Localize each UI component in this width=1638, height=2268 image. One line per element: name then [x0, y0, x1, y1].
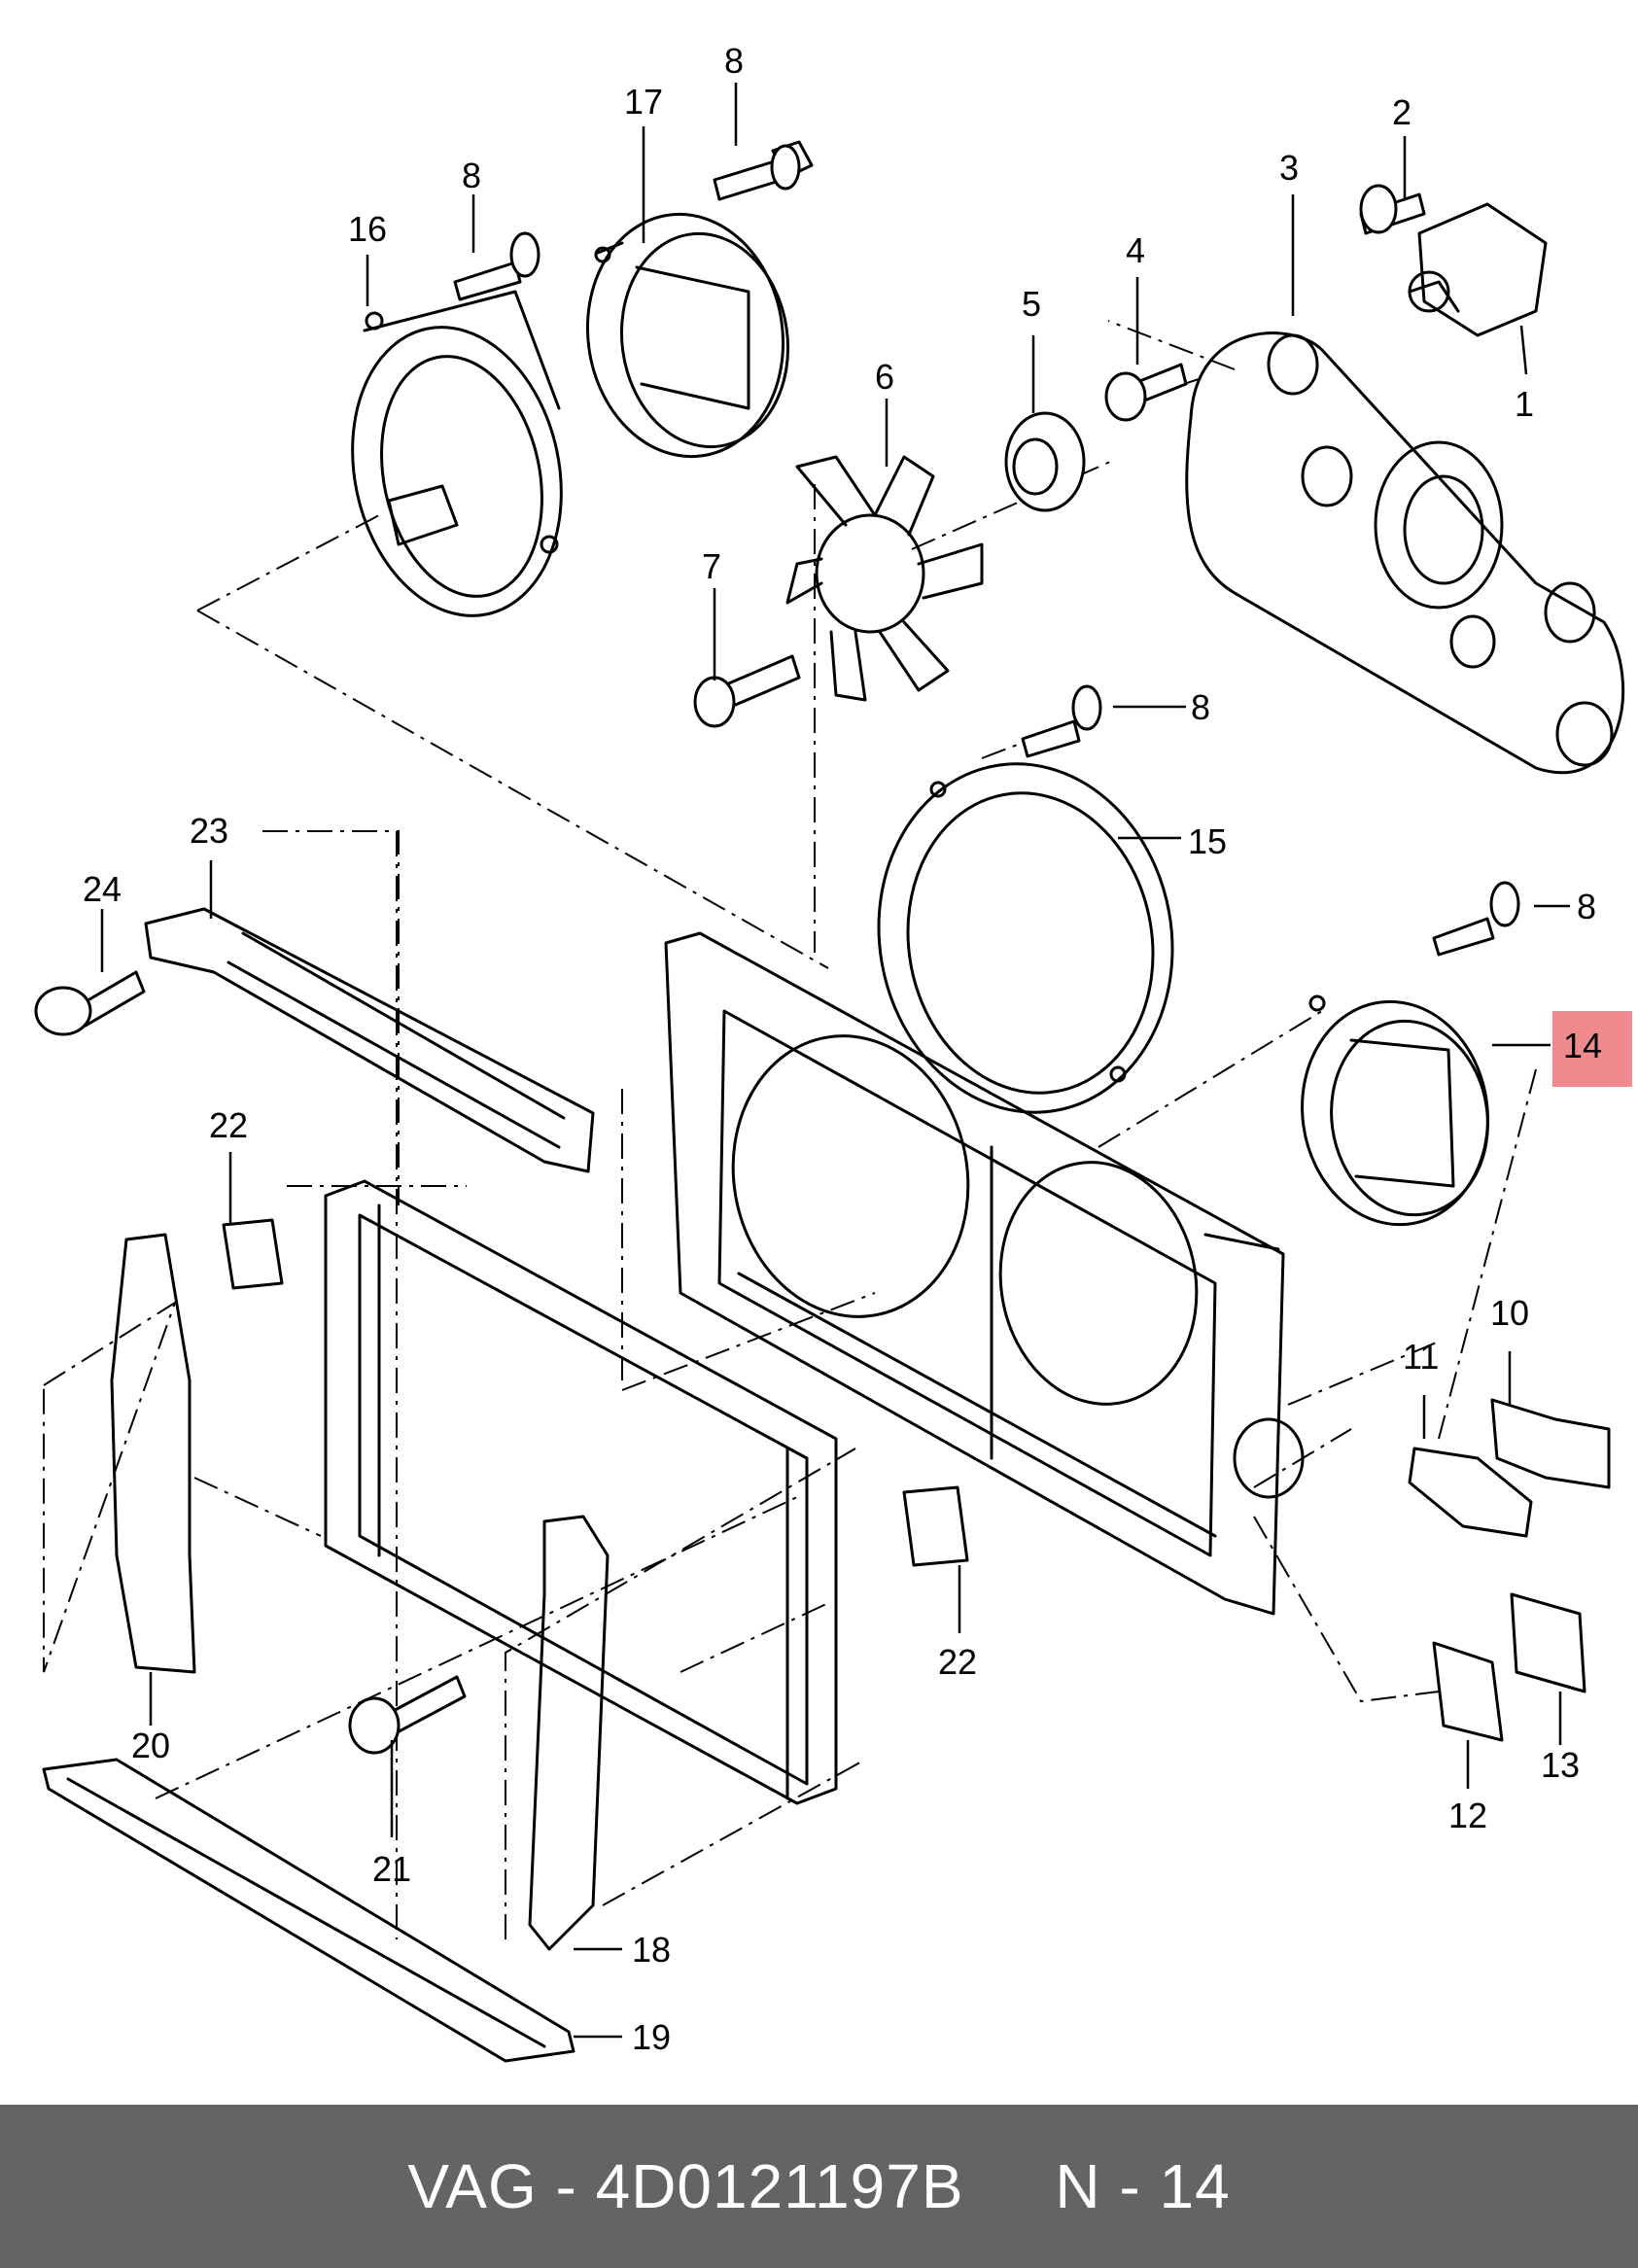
part-17-fan-cowl — [585, 212, 790, 459]
callout-16: 16 — [348, 209, 387, 249]
callout-1: 1 — [1515, 384, 1534, 424]
parts-10-13-brackets — [1408, 1398, 1611, 1742]
callout-17: 17 — [624, 82, 663, 122]
bolt-8-left — [453, 231, 540, 301]
callout-15: 15 — [1188, 821, 1227, 861]
callout-11: 11 — [1403, 1337, 1439, 1377]
bolt-8-upper — [713, 140, 814, 201]
highlight-box — [1552, 1011, 1632, 1087]
callout-18: 18 — [632, 1930, 671, 1970]
part-16-fan-shroud — [351, 290, 563, 617]
parts-diagram: 1 2 3 4 5 6 7 8 8 8 8 10 11 12 13 14 15 … — [34, 41, 1632, 2063]
part-20-side-guide — [110, 1233, 196, 1674]
callout-8-right: 8 — [1577, 887, 1596, 926]
callout-23: 23 — [190, 811, 228, 851]
callout-4: 4 — [1126, 230, 1145, 270]
callout-3: 3 — [1279, 148, 1299, 188]
callout-20: 20 — [131, 1726, 170, 1765]
part-23-air-guide — [144, 907, 595, 1173]
part-3-belt-assembly — [1185, 331, 1624, 775]
position-label: N — [1055, 2151, 1101, 2221]
part-22-brackets — [222, 1218, 969, 1567]
callout-numbers: 1 2 3 4 5 6 7 8 8 8 8 10 11 12 13 14 15 … — [83, 41, 1602, 2057]
callout-22-right: 22 — [938, 1642, 977, 1682]
callout-13: 13 — [1541, 1745, 1580, 1785]
footer-text: VAG - 4D0121197B N - 14 — [407, 2150, 1230, 2222]
radiator — [324, 1179, 838, 1805]
position-value: 14 — [1159, 2151, 1231, 2221]
separator: - — [537, 2151, 596, 2221]
separator: - — [1100, 2151, 1160, 2221]
callout-5: 5 — [1022, 284, 1041, 324]
callout-leaders — [100, 83, 1570, 2039]
callout-12: 12 — [1448, 1796, 1487, 1835]
callout-2: 2 — [1392, 92, 1411, 132]
radiator-carrier-frame — [664, 931, 1305, 1616]
assembly-guide-lines — [43, 320, 1537, 1939]
callout-10: 10 — [1490, 1293, 1529, 1333]
part-15-shroud-ring — [877, 762, 1174, 1114]
callout-24: 24 — [83, 869, 122, 909]
part-21-bolt — [348, 1675, 467, 1755]
part-7-bolt — [693, 654, 801, 728]
part-18-side-guide — [528, 1515, 610, 1951]
callout-8-left: 8 — [462, 156, 481, 195]
callout-19: 19 — [632, 2017, 671, 2057]
part-1-2-coupling — [1359, 184, 1548, 337]
callout-8-top: 8 — [724, 41, 744, 81]
callout-7: 7 — [702, 546, 721, 586]
part-number-footer: VAG - 4D0121197B N - 14 — [0, 2105, 1638, 2268]
part-19-lower-deflector — [42, 1758, 575, 2063]
part-24-bolt — [34, 970, 146, 1036]
part-5-hub — [1004, 411, 1086, 512]
part-6-fan — [785, 455, 984, 702]
callout-21: 21 — [372, 1849, 411, 1889]
callout-8-mid: 8 — [1191, 687, 1210, 727]
callout-14: 14 — [1563, 1026, 1602, 1065]
callout-22-left: 22 — [209, 1105, 248, 1145]
part-4-bolt — [1104, 363, 1188, 422]
brand-label: VAG — [407, 2151, 538, 2221]
bolt-8-right — [1432, 881, 1520, 957]
bolt-8-mid — [1021, 684, 1102, 758]
spacer — [964, 2151, 1056, 2221]
callout-6: 6 — [875, 357, 894, 397]
part-number: 4D0121197B — [595, 2151, 964, 2221]
part-14-fan-cowl — [1301, 994, 1489, 1227]
bolts-8 — [453, 140, 1520, 957]
